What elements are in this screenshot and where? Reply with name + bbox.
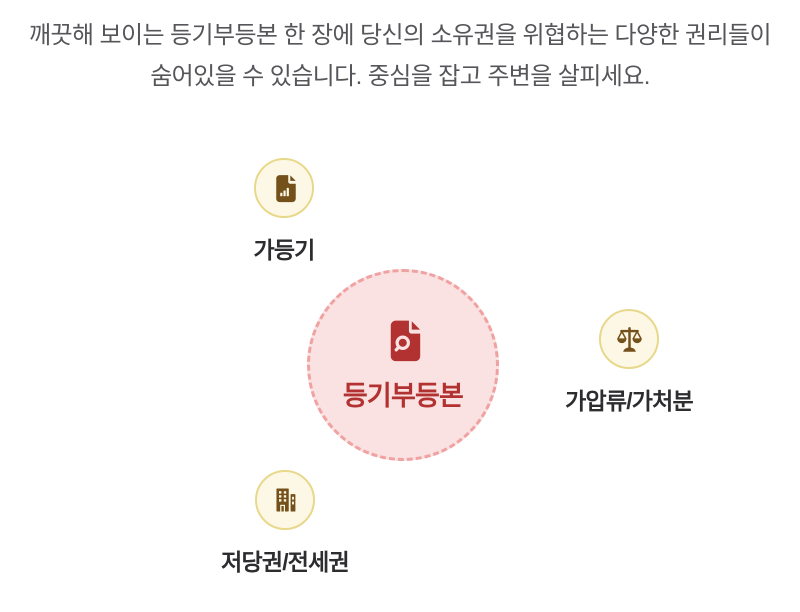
intro-text: 깨끗해 보이는 등기부등본 한 장에 당신의 소유권을 위협하는 다양한 권리들… [0,15,800,97]
document-search-icon [390,320,420,361]
node-mortgage-jeonse: 저당권/전세권 [200,470,370,577]
intro-line-2: 숨어있을 수 있습니다. 중심을 잡고 주변을 살피세요. [150,63,650,90]
document-chart-icon [275,174,296,202]
center-label: 등기부등본 [342,380,464,411]
center-node: 등기부등본 [307,269,499,461]
node-label: 저당권/전세권 [221,549,350,575]
node-mortgage-jeonse-circle [255,470,315,530]
node-label: 가압류/가처분 [565,388,694,414]
node-provisional-registration-circle [254,158,314,218]
node-label: 가등기 [253,237,315,263]
scales-icon [616,326,642,352]
node-seizure-injunction: 가압류/가처분 [544,309,714,416]
node-seizure-injunction-circle [599,309,659,369]
building-icon [276,488,296,512]
intro-line-1: 깨끗해 보이는 등기부등본 한 장에 당신의 소유권을 위협하는 다양한 권리들… [29,22,772,49]
node-provisional-registration: 가등기 [199,158,369,265]
